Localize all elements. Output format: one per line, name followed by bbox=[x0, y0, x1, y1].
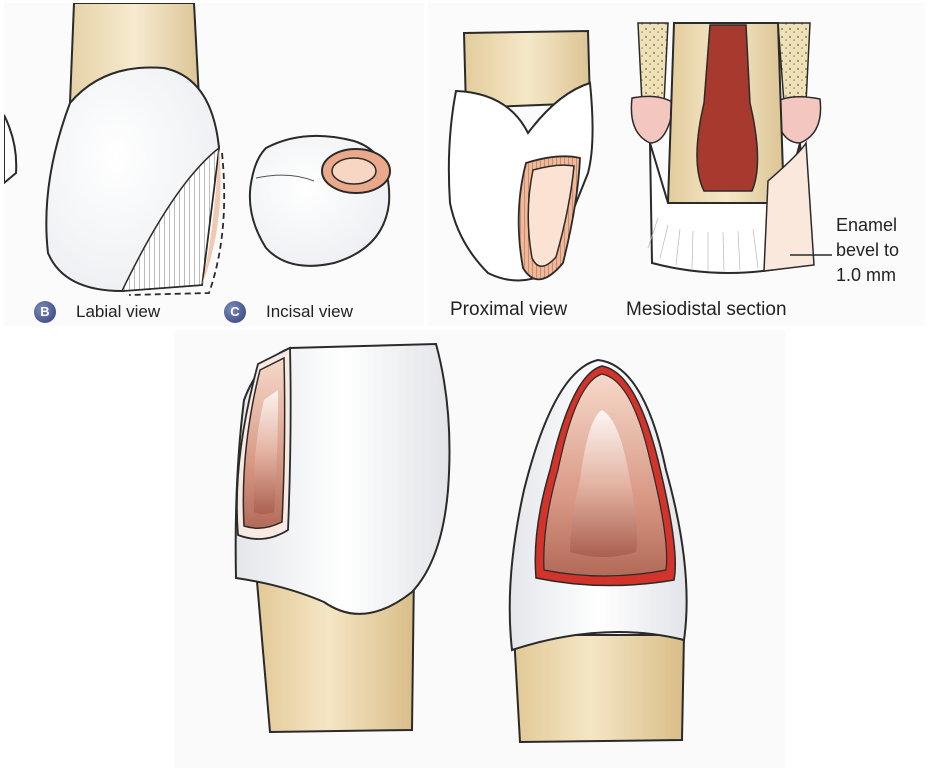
label-badge-b: B bbox=[34, 301, 56, 323]
caption-mesiodistal-section: Mesiodistal section bbox=[626, 299, 787, 321]
enamel-bevel-annotation: Enamel bevel to 1.0 mm bbox=[836, 213, 899, 288]
right-tooth-root bbox=[514, 635, 684, 742]
label-badge-c: C bbox=[224, 301, 246, 323]
labial-incisal-figure bbox=[4, 3, 424, 326]
incisal-prep-inner bbox=[332, 158, 376, 184]
caption-proximal-view: Proximal view bbox=[450, 299, 567, 321]
section-bone-left bbox=[638, 23, 668, 103]
annotation-line-2: bevel to bbox=[836, 238, 899, 263]
adjacent-tooth-edge bbox=[4, 115, 16, 183]
annotation-line-3: 1.0 mm bbox=[836, 263, 899, 288]
proximal-section-panel: Enamel bevel to 1.0 mm Proximal view Mes… bbox=[428, 3, 925, 326]
labial-incisal-panel: B Labial view C Incisal view bbox=[4, 3, 424, 326]
caption-incisal-view: Incisal view bbox=[266, 302, 353, 322]
section-gingiva-left bbox=[631, 96, 674, 143]
bottom-teeth-figure bbox=[174, 330, 785, 768]
section-bone-right bbox=[778, 23, 810, 103]
annotation-line-1: Enamel bbox=[836, 213, 899, 238]
caption-labial-view: Labial view bbox=[76, 302, 160, 322]
bottom-teeth-panel bbox=[174, 330, 785, 768]
